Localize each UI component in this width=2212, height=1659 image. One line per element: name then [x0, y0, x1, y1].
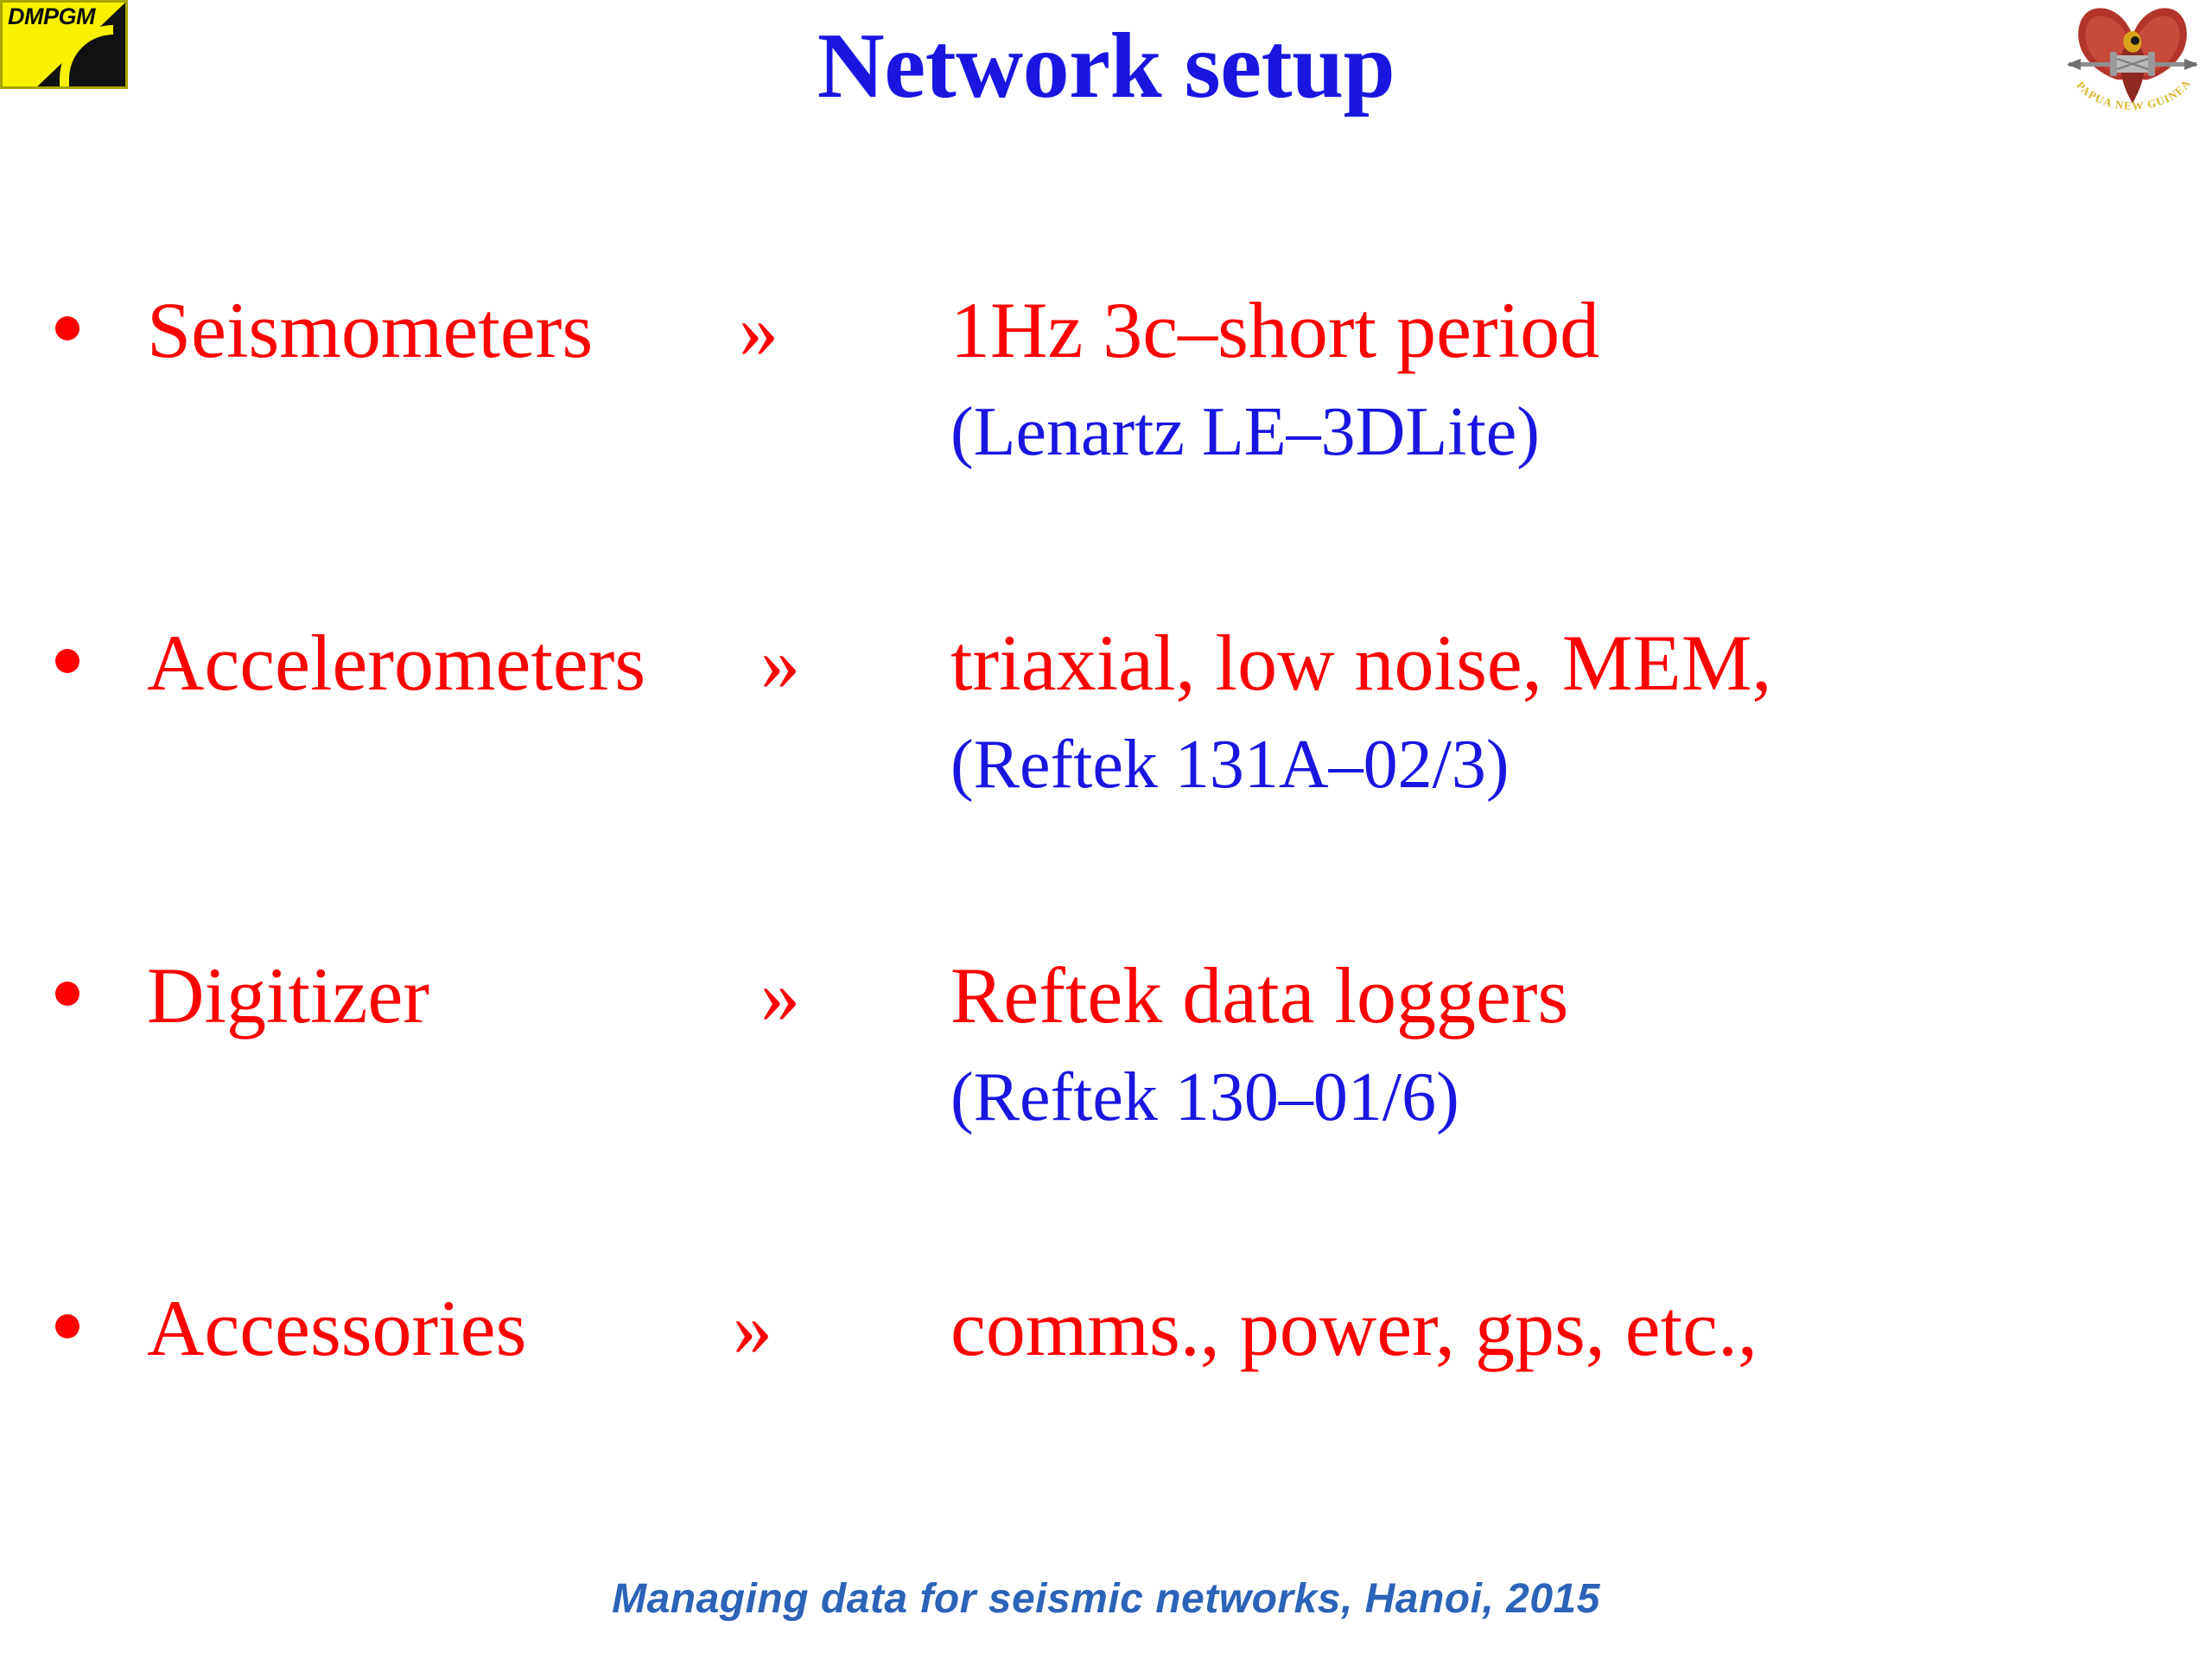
bullet-term: Seismometers — [147, 286, 594, 374]
bullet-term: Accelerometers — [147, 619, 646, 707]
bullet-dot-icon — [55, 649, 79, 673]
page-title: Network setup — [817, 15, 1395, 118]
guillemet-icon: » — [760, 619, 800, 707]
bullet-subdetail: (Lenartz LE–3DLite) — [950, 394, 1540, 470]
list-item: Digitizer » Reftek data loggers (Reftek … — [0, 942, 2212, 1149]
bullet-subdetail: (Reftek 131A–02/3) — [950, 727, 1510, 803]
papua-new-guinea-coat-of-arms-icon: PAPUA NEW GUINEA — [2063, 2, 2202, 116]
guillemet-icon: » — [739, 286, 779, 374]
bullet-term: Accessories — [147, 1284, 527, 1372]
list-item: Accessories » comms., power, gps, etc., — [0, 1274, 2212, 1482]
bullet-list: Seismometers » 1Hz 3c–short period (Lena… — [0, 276, 2212, 1482]
guillemet-icon: » — [760, 951, 800, 1039]
bullet-term: Digitizer — [147, 951, 429, 1039]
bullet-dot-icon — [55, 1314, 79, 1338]
bullet-detail: 1Hz 3c–short period — [950, 286, 1600, 374]
list-item: Accelerometers » triaxial, low noise, ME… — [0, 609, 2212, 817]
bullet-dot-icon — [55, 316, 79, 340]
bullet-detail: comms., power, gps, etc., — [950, 1284, 1758, 1372]
guillemet-icon: » — [733, 1284, 772, 1372]
list-item: Seismometers » 1Hz 3c–short period (Lena… — [0, 276, 2212, 484]
bullet-subdetail: (Reftek 130–01/6) — [950, 1059, 1459, 1135]
bullet-detail: Reftek data loggers — [950, 951, 1569, 1039]
slide-footer: Managing data for seismic networks, Hano… — [612, 1576, 1600, 1622]
dmpgm-logo: DMPGM — [0, 0, 128, 89]
dmpgm-logo-text: DMPGM — [8, 3, 96, 29]
bullet-dot-icon — [55, 982, 79, 1006]
bullet-detail: triaxial, low noise, MEM, — [950, 619, 1772, 707]
